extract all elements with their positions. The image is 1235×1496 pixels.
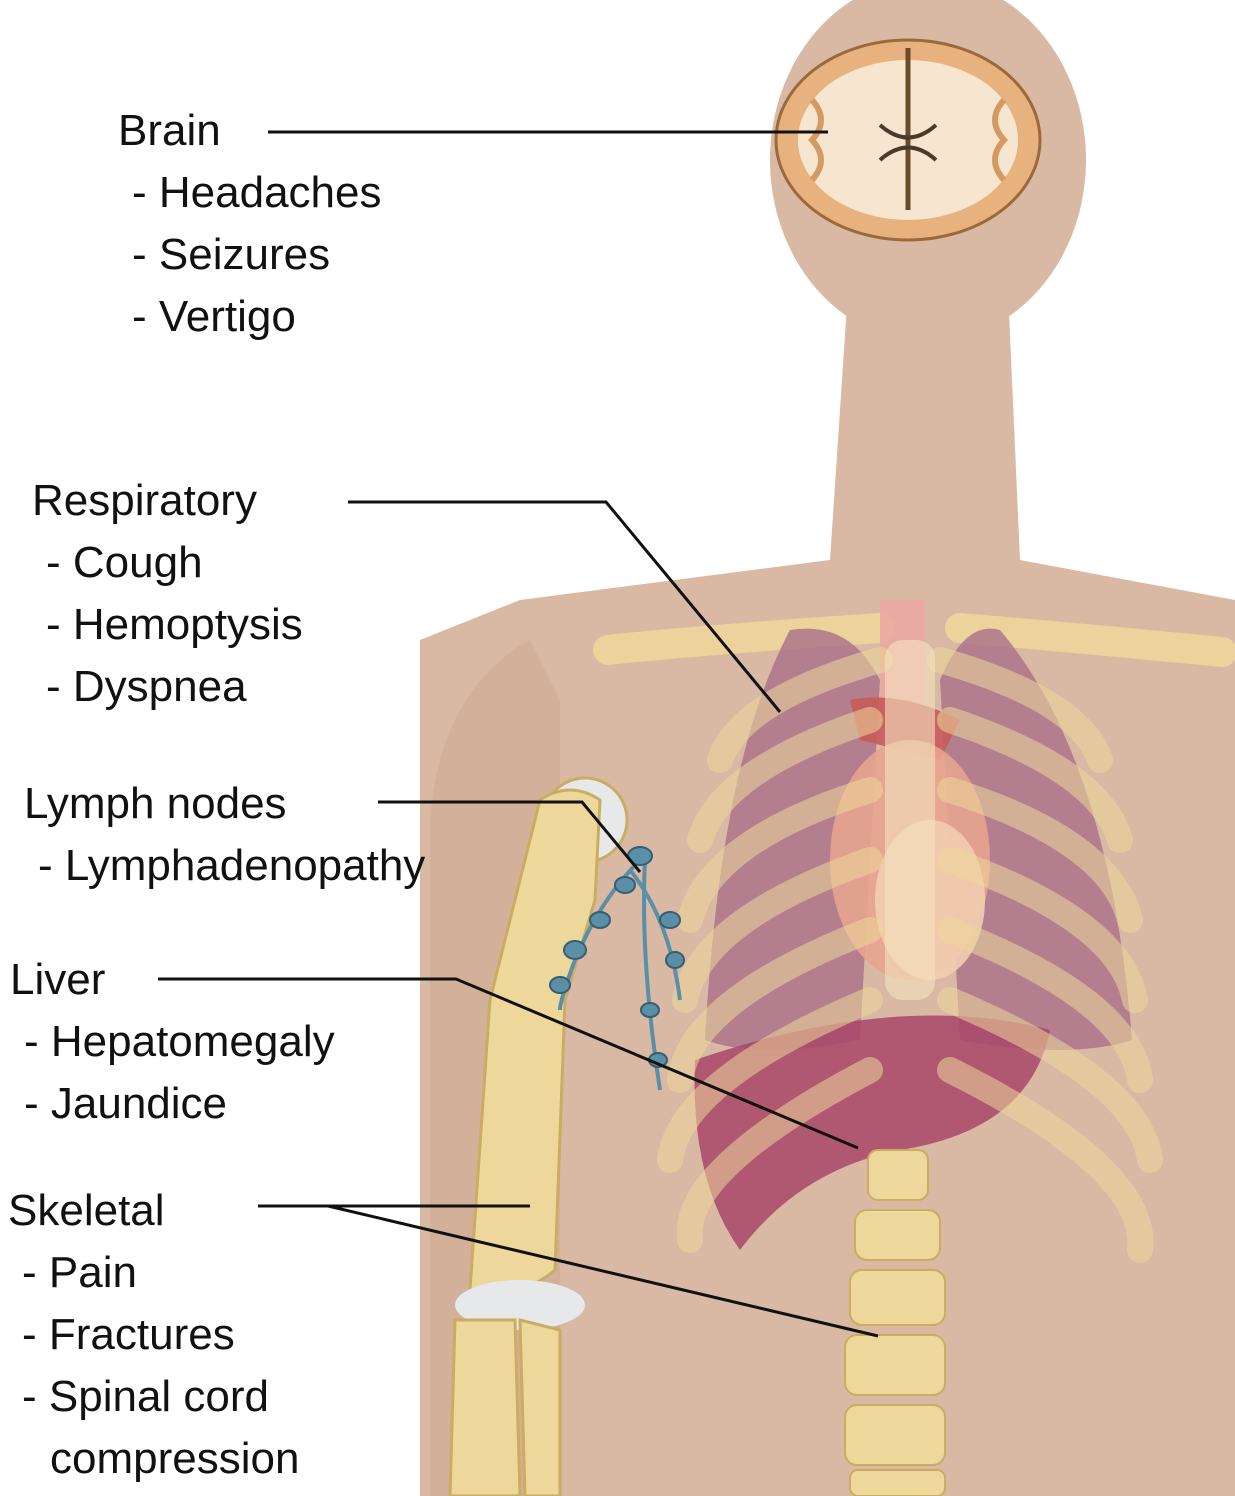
lymph-heading: Lymph nodes [24,773,425,835]
skeletal-label-block: Skeletal - Pain - Fractures - Spinal cor… [8,1180,299,1490]
brain-illustration [776,40,1040,240]
sternum [885,640,935,1000]
respiratory-symptom: - Cough [32,532,303,594]
skeletal-symptom-continuation: compression [8,1428,299,1490]
brain-heading: Brain [118,100,381,162]
respiratory-heading: Respiratory [32,470,303,532]
skeletal-symptom: - Spinal cord [8,1366,299,1428]
lymph-label-block: Lymph nodes - Lymphadenopathy [24,773,425,897]
brain-symptom: - Seizures [118,224,381,286]
respiratory-label-block: Respiratory - Cough - Hemoptysis - Dyspn… [32,470,303,718]
liver-label-block: Liver - Hepatomegaly - Jaundice [10,949,335,1135]
skeletal-symptom: - Pain [8,1242,299,1304]
lymph-symptom: - Lymphadenopathy [24,835,425,897]
respiratory-symptom: - Dyspnea [32,656,303,718]
brain-symptom: - Vertigo [118,286,381,348]
liver-heading: Liver [10,949,335,1011]
liver-symptom: - Jaundice [10,1073,335,1135]
respiratory-symptom: - Hemoptysis [32,594,303,656]
liver-symptom: - Hepatomegaly [10,1011,335,1073]
brain-symptom: - Headaches [118,162,381,224]
brain-label-block: Brain - Headaches - Seizures - Vertigo [118,100,381,348]
skeletal-symptom: - Fractures [8,1304,299,1366]
skeletal-heading: Skeletal [8,1180,299,1242]
